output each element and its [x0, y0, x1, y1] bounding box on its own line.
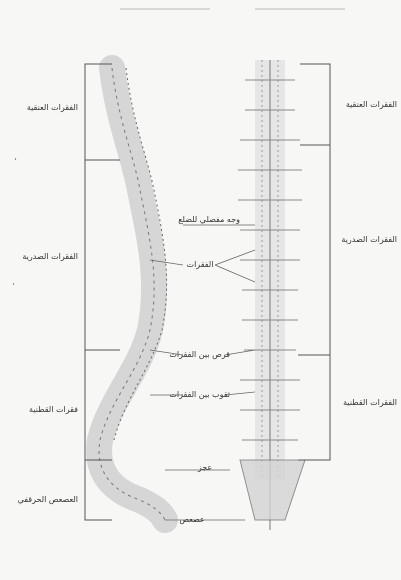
margin-mark: ، [12, 278, 15, 288]
label-bottom: عصعص [172, 515, 212, 525]
right-brackets [298, 64, 330, 460]
label-foramen: ثقوب بين الفقرات [175, 390, 230, 400]
label-lumbar-right: الفقرات القطنية [335, 398, 397, 408]
label-thoracic-left: الفقرات الصدرية [16, 252, 78, 262]
label-sacrum: عجز [190, 463, 220, 473]
label-coccyx-left: العصعص الحرقفي [10, 495, 78, 505]
lateral-spine [99, 68, 167, 520]
margin-mark: ، [14, 153, 17, 163]
label-lumbar-left: فقرات القطنية [20, 405, 78, 415]
label-facet: وجه مفصلي للضلع [180, 215, 240, 225]
label-disc: قرص بين الفقرات [175, 350, 230, 360]
label-cervical-left: الفقرات العنقية [20, 103, 78, 113]
posterior-spine [238, 60, 305, 530]
label-thoracic-right: الفقرات الصدرية [335, 235, 397, 245]
label-vertebrae: الفقرات [180, 260, 220, 270]
label-cervical-right: الفقرات العنقية [335, 100, 397, 110]
